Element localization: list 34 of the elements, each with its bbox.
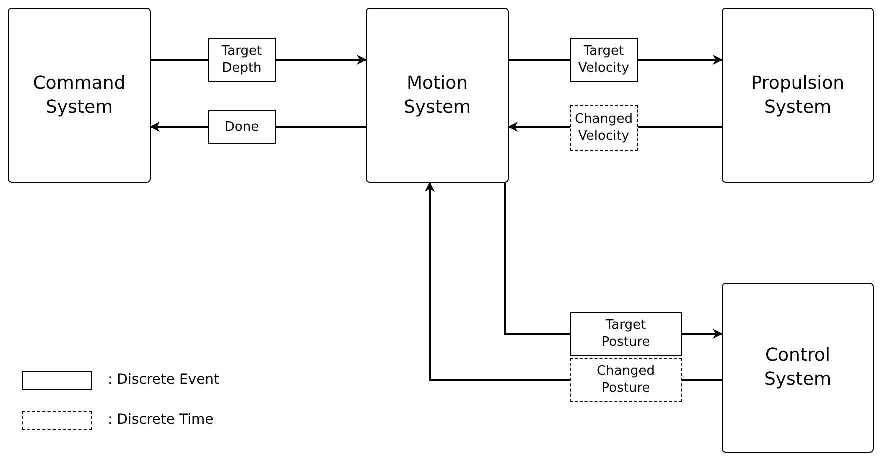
message-box: [208, 110, 276, 144]
message-box: [570, 358, 682, 402]
system-box: [366, 8, 509, 183]
system-box: [722, 283, 874, 453]
message-label: Target Velocity: [578, 43, 630, 77]
system-label: Propulsion System: [750, 72, 846, 120]
connector-line: [276, 126, 366, 128]
system-label: Control System: [763, 344, 833, 392]
message-label: Done: [224, 118, 260, 136]
message-label: Target Posture: [600, 317, 652, 351]
arrow: [276, 55, 367, 65]
arrow: [150, 122, 208, 132]
connector-line: [509, 59, 570, 61]
message-box: [208, 38, 276, 82]
legend-label: : Discrete Event: [108, 371, 220, 390]
system-label: Command System: [32, 72, 127, 120]
message-box: [570, 38, 638, 82]
arrow: [425, 182, 570, 381]
message-label: Changed Velocity: [574, 111, 634, 145]
arrow: [508, 122, 570, 132]
legend-label: : Discrete Time: [108, 411, 214, 430]
message-label: Changed Posture: [596, 363, 656, 397]
arrow: [682, 329, 723, 339]
message-box: [570, 105, 638, 151]
connector-line: [504, 183, 570, 335]
arrow: [638, 55, 723, 65]
system-box: [8, 8, 151, 183]
connector-line: [682, 379, 722, 381]
connector-line: [151, 59, 208, 61]
system-label: Motion System: [402, 72, 472, 120]
message-box: [570, 312, 682, 356]
system-box: [722, 8, 874, 183]
message-label: Target Depth: [220, 43, 264, 77]
connector-line: [638, 126, 722, 128]
